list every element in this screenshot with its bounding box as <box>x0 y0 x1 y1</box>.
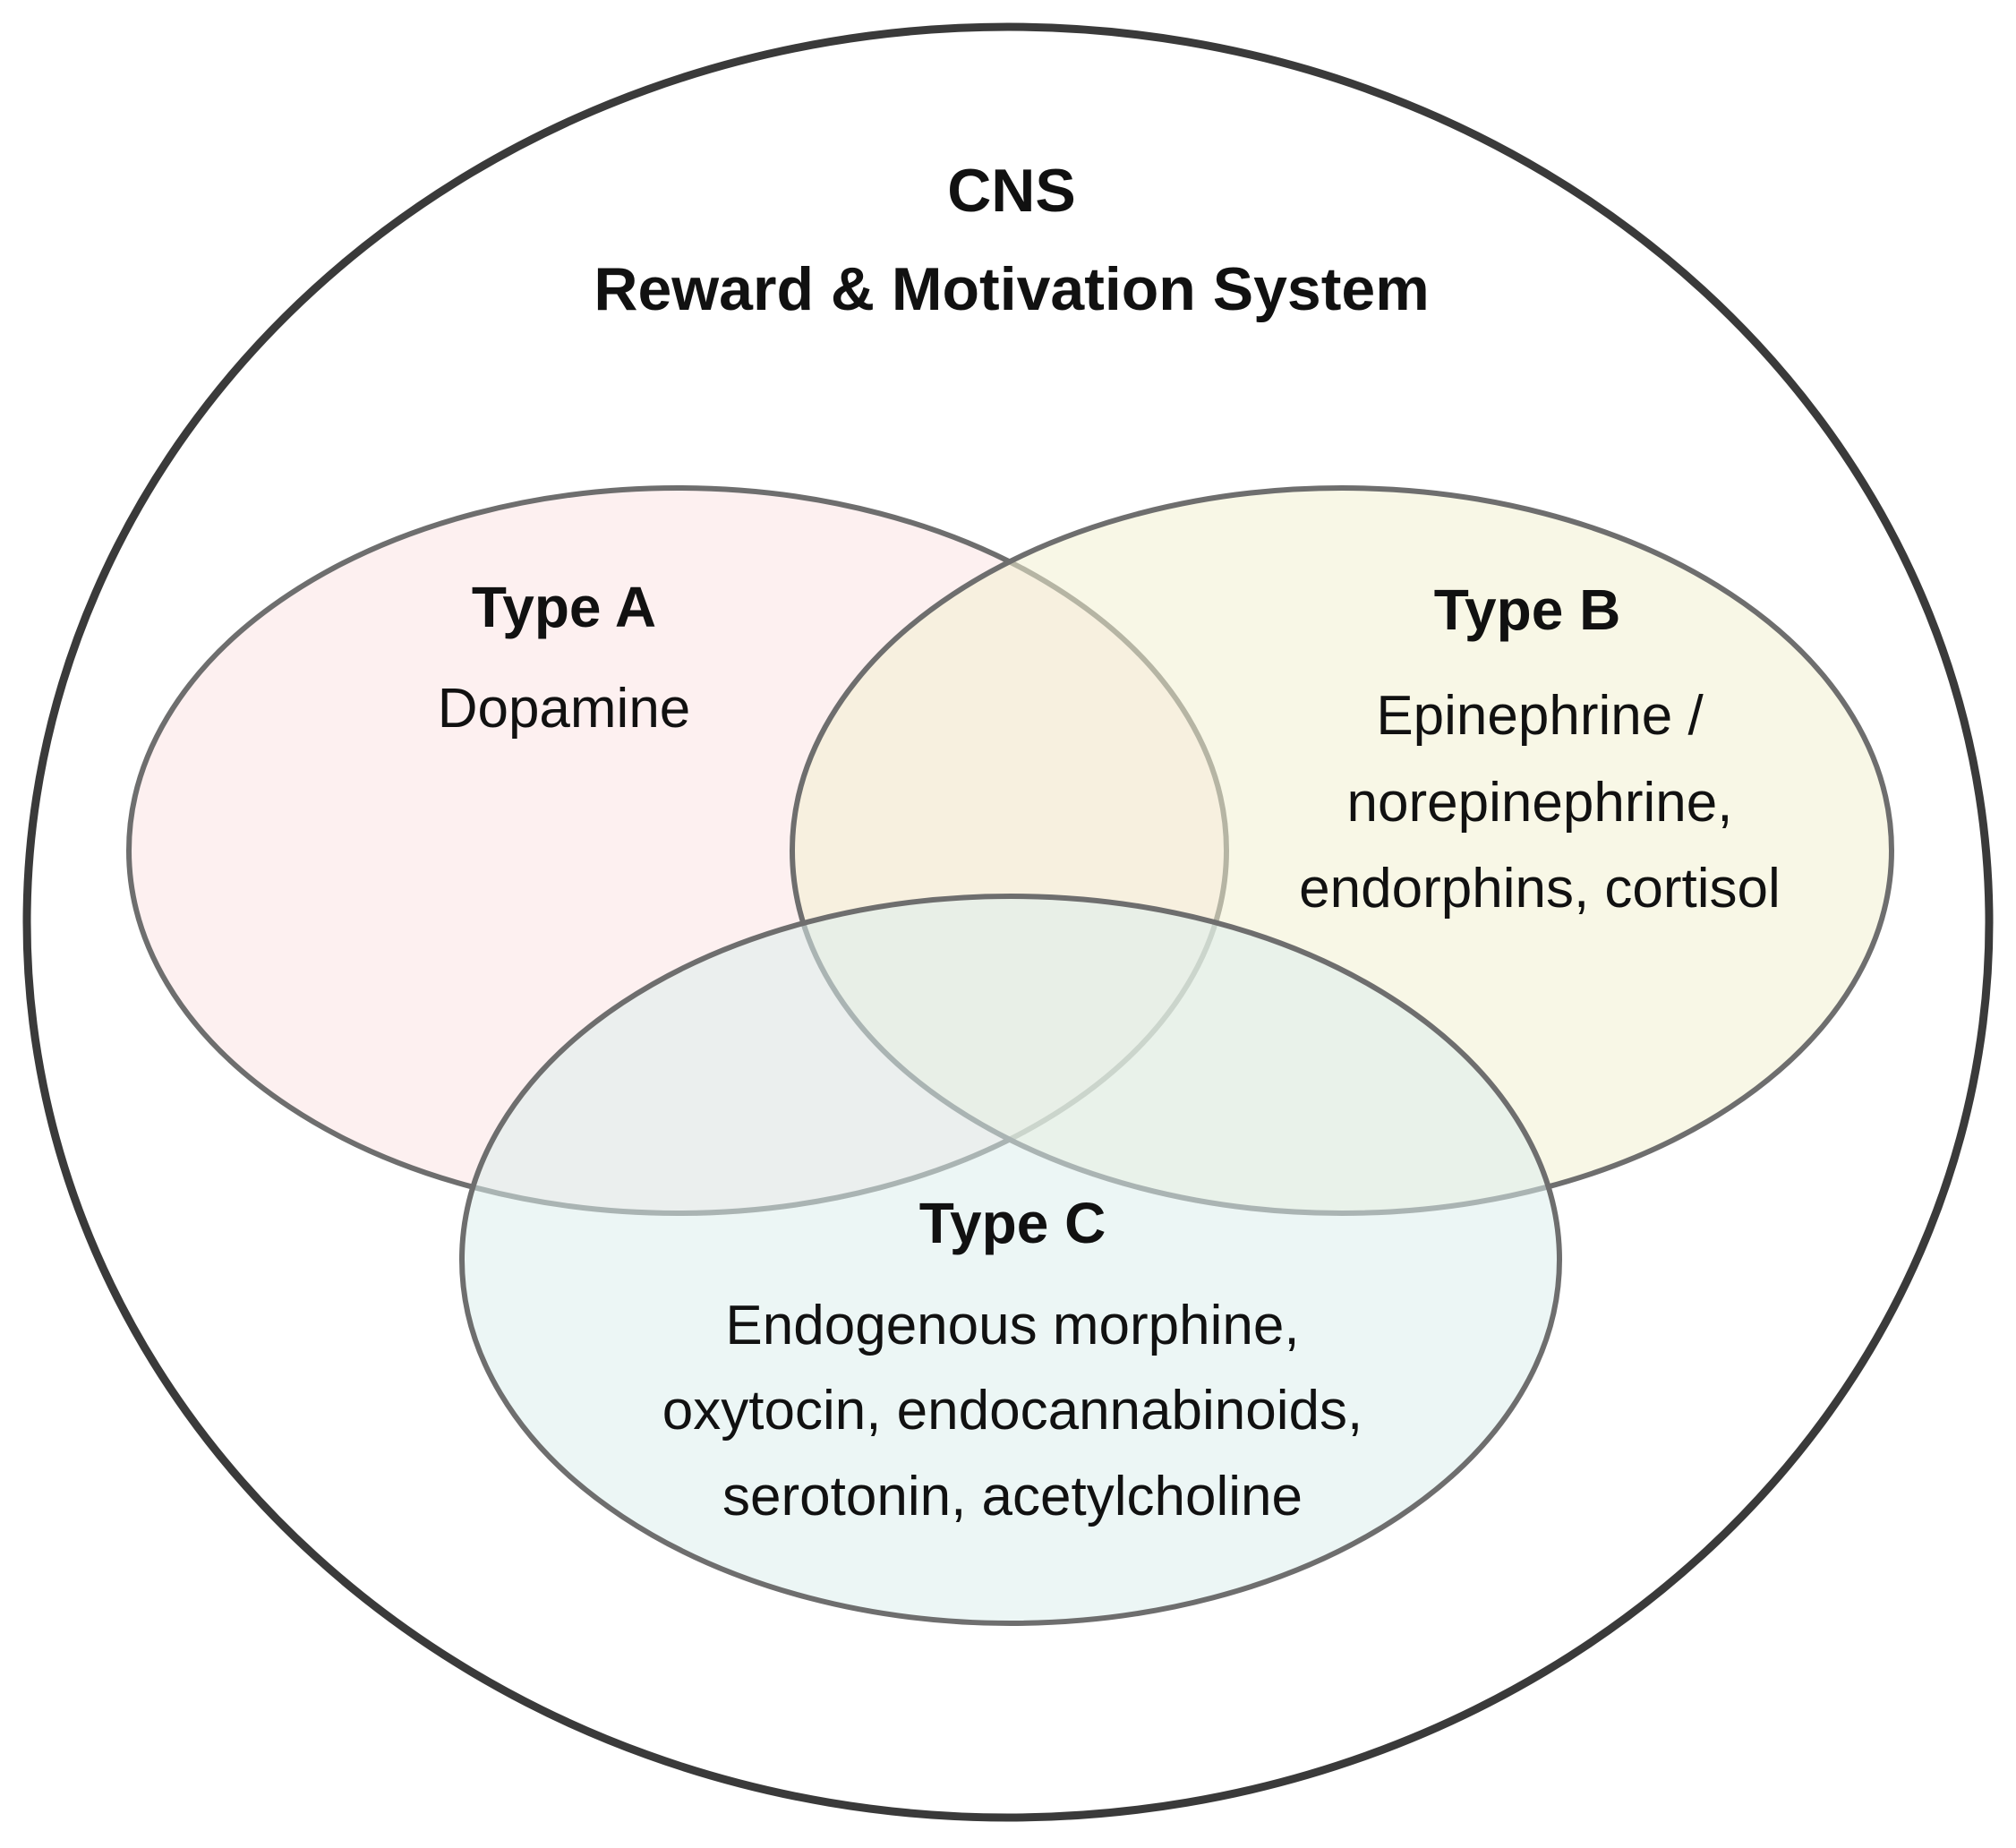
set-b-line-1: Epinephrine / <box>1376 685 1704 747</box>
set-b-title: Type B <box>1434 578 1621 642</box>
set-c-line-2: oxytocin, endocannabinoids, <box>662 1380 1363 1442</box>
set-c-title: Type C <box>919 1191 1106 1255</box>
cns-title: CNS <box>947 157 1076 225</box>
set-c-line-3: serotonin, acetylcholine <box>722 1466 1303 1527</box>
set-c-line-1: Endogenous morphine, <box>725 1295 1299 1356</box>
set-b-line-2: norepinephrine, <box>1347 772 1733 834</box>
set-c-ellipse <box>459 894 1562 1626</box>
set-a-line-1: Dopamine <box>438 678 691 740</box>
set-b-line-3: endorphins, cortisol <box>1299 858 1781 920</box>
set-a-title: Type A <box>472 575 656 639</box>
venn-sets <box>126 485 1894 1626</box>
cns-subtitle: Reward & Motivation System <box>594 255 1429 323</box>
